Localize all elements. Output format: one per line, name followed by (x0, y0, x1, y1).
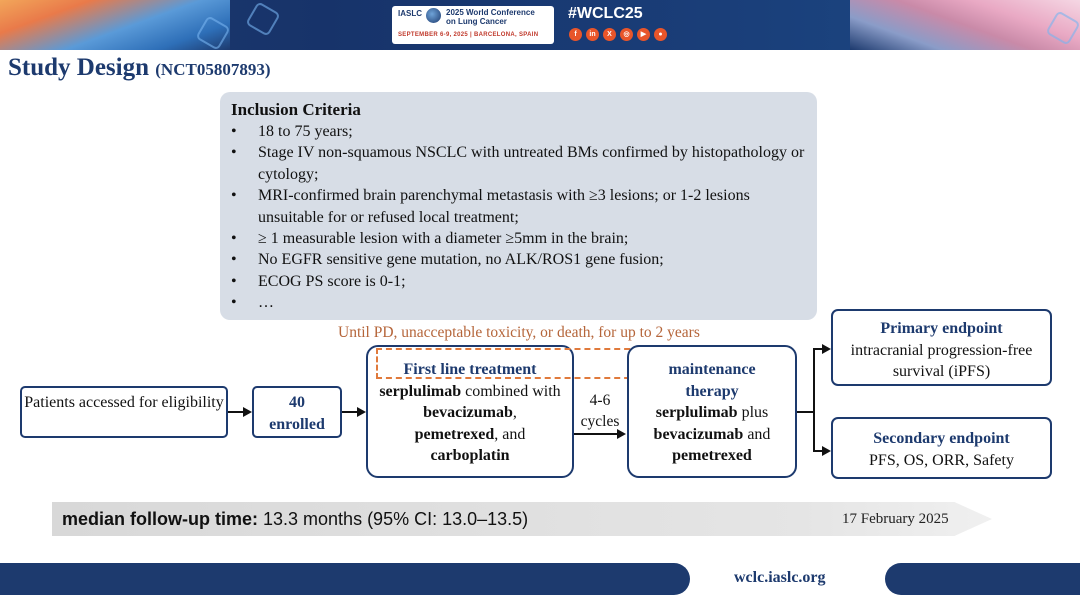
conference-name-line2: on Lung Cancer (446, 17, 507, 26)
conference-logo (392, 6, 554, 44)
criteria-item: … (231, 292, 811, 314)
first-line-regimen-cont: pemetrexed, and (414, 425, 526, 443)
arrow-head-icon (357, 407, 366, 417)
flow-arrow (813, 450, 823, 452)
first-line-treatment-box: First line treatment serplulimab combine… (366, 345, 574, 478)
criteria-item: ≥ 1 measurable lesion with a diameter ≥5… (231, 228, 811, 250)
barcelona-photo-right (850, 0, 1080, 50)
criteria-item: 18 to 75 years; (231, 121, 811, 143)
secondary-endpoint-box: Secondary endpoint PFS, OS, ORR, Safety (831, 417, 1052, 479)
presentation-date: 17 February 2025 (842, 511, 949, 527)
connector-line (813, 348, 815, 452)
primary-endpoint-box: Primary endpoint intracranial progressio… (831, 309, 1052, 386)
linkedin-icon[interactable]: in (586, 28, 599, 41)
treatment-duration-note: Until PD, unacceptable toxicity, or deat… (338, 324, 700, 341)
iaslc-logo-text: IASLC (398, 9, 422, 18)
trial-id: (NCT05807893) (155, 60, 271, 79)
connector-line (797, 411, 814, 413)
patients-screened-box: Patients accessed for eligibility (20, 386, 228, 438)
first-line-title: First line treatment (403, 361, 537, 378)
flow-arrow (574, 433, 618, 435)
flow-arrow (342, 411, 358, 413)
criteria-item: ECOG PS score is 0-1; (231, 271, 811, 293)
footer-bar-right (885, 563, 1080, 595)
maintenance-title-cont: therapy (685, 382, 739, 400)
maintenance-therapy-box: maintenance therapy serplulimab plus bev… (627, 345, 797, 478)
maintenance-title: maintenance (668, 361, 756, 378)
first-line-regimen: serplulimab combined with bevacizumab, (379, 382, 561, 422)
enrolled-count: 40 (289, 394, 305, 411)
barcelona-photo-left (0, 0, 230, 50)
criteria-item: MRI-confirmed brain parenchymal metastas… (231, 185, 811, 228)
conference-dates: SEPTEMBER 6-9, 2025 | BARCELONA, SPAIN (398, 32, 539, 38)
title-main: Study Design (8, 54, 150, 81)
secondary-endpoint-text: PFS, OS, ORR, Safety (869, 451, 1014, 469)
inclusion-criteria-list: 18 to 75 years; Stage IV non-squamous NS… (231, 121, 811, 314)
follow-up-text: median follow-up time: 13.3 months (95% … (62, 509, 529, 529)
x-icon[interactable]: X (603, 28, 616, 41)
facebook-icon[interactable]: f (569, 28, 582, 41)
arrow-head-icon (243, 407, 252, 417)
flow-arrow (228, 411, 244, 413)
globe-icon (426, 8, 441, 23)
social-icons-row: f in X ◎ ▶ ● (569, 28, 667, 41)
maintenance-regimen-cont: bevacizumab and (653, 425, 771, 443)
hexagon-decoration (245, 1, 281, 37)
instagram-icon[interactable]: ◎ (620, 28, 633, 41)
secondary-endpoint-title: Secondary endpoint (873, 430, 1010, 447)
follow-up-banner (52, 502, 992, 536)
youtube-icon[interactable]: ▶ (637, 28, 650, 41)
cycles-number: 4-6 (589, 392, 611, 409)
primary-endpoint-title: Primary endpoint (880, 320, 1003, 337)
arrow-head-icon (822, 344, 831, 354)
conference-name-line1: 2025 World Conference (446, 8, 535, 17)
criteria-item: Stage IV non-squamous NSCLC with untreat… (231, 142, 811, 185)
first-line-regimen-end: carboplatin (430, 447, 510, 464)
flow-arrow (813, 348, 823, 350)
conference-website[interactable]: wclc.iaslc.org (734, 569, 826, 586)
conference-hashtag: #WCLC25 (568, 5, 643, 22)
arrow-head-icon (617, 429, 626, 439)
arrow-head-icon (822, 446, 831, 456)
maintenance-regimen-end: pemetrexed (672, 447, 752, 464)
footer-bar-left (0, 563, 690, 595)
page-title: Study Design (NCT05807893) (8, 54, 270, 82)
enrolled-box: 40 enrolled (252, 386, 342, 438)
cycles-label: 4-6 cycles (574, 390, 626, 432)
conference-banner: IASLC 2025 World Conference on Lung Canc… (0, 0, 1080, 50)
inclusion-criteria-title: Inclusion Criteria (231, 100, 361, 119)
cycles-text: cycles (580, 413, 620, 430)
wechat-icon[interactable]: ● (654, 28, 667, 41)
primary-endpoint-text: intracranial progression-free survival (… (850, 341, 1033, 381)
enrolled-label: enrolled (269, 415, 325, 433)
criteria-item: No EGFR sensitive gene mutation, no ALK/… (231, 249, 811, 271)
maintenance-regimen: serplulimab plus (655, 404, 769, 421)
